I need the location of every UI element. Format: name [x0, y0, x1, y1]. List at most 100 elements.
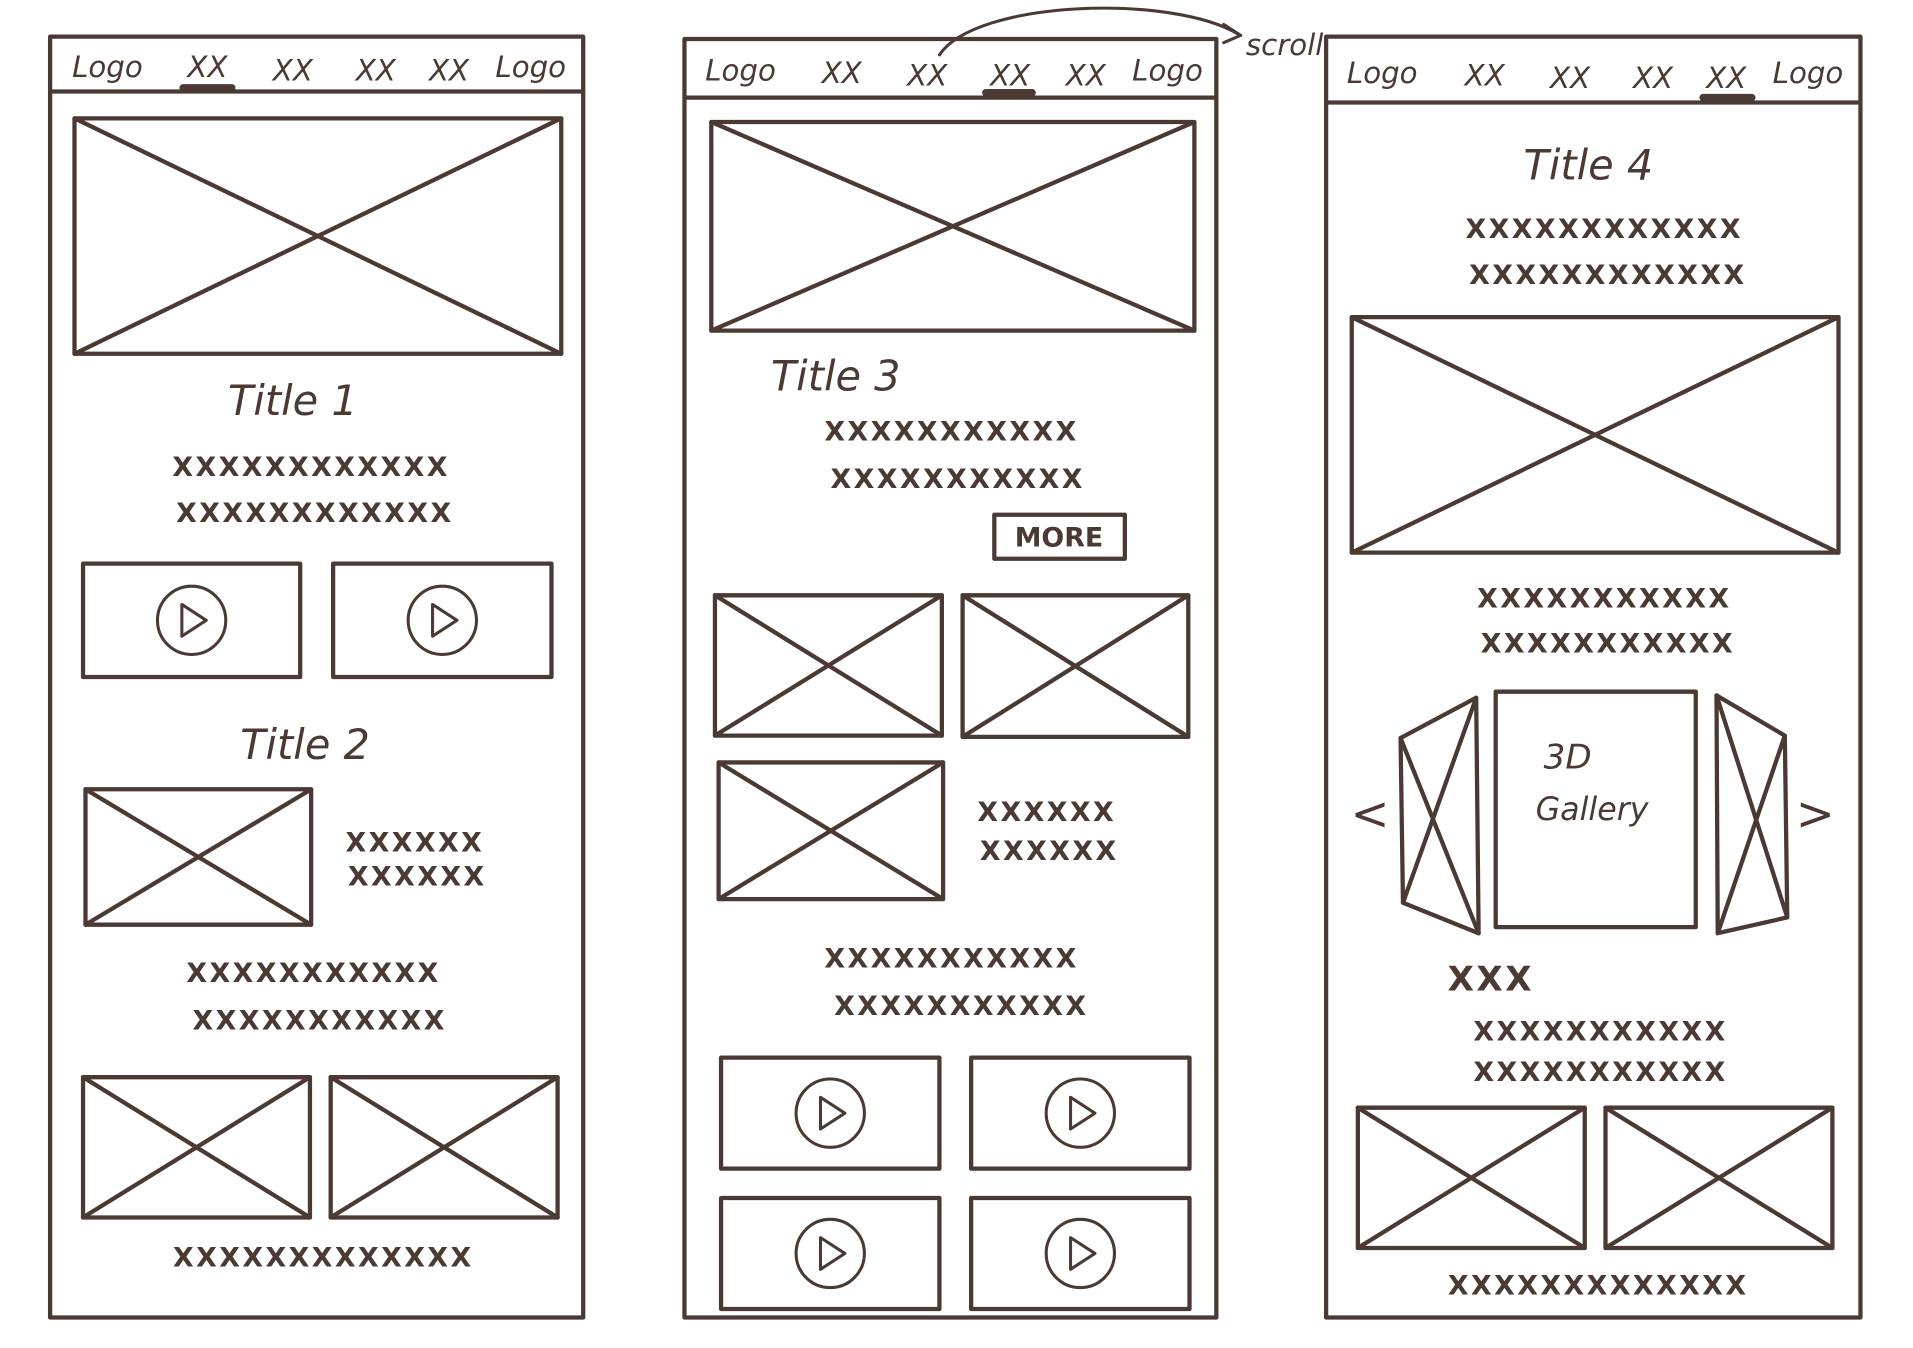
nav-item-3[interactable]: XX — [988, 58, 1031, 92]
text-line: XXXXXXXXXXXX — [1469, 260, 1746, 291]
image-placeholder-cross-icon — [960, 593, 1191, 739]
nav-item-2[interactable]: XX — [271, 54, 314, 88]
image-placeholder-cross-icon — [1349, 315, 1841, 555]
nav-item-4[interactable]: XX — [427, 54, 470, 88]
image-placeholder — [709, 119, 1197, 333]
more-button[interactable]: MORE — [992, 512, 1127, 561]
text-line: XXXXXXXXXXXX — [176, 498, 454, 529]
phone-frame-1 — [47, 34, 586, 1320]
side-text-line: XXXXXX — [348, 862, 487, 893]
title-2: Title 2 — [240, 721, 370, 769]
title-1: Title 1 — [228, 377, 358, 425]
play-icon[interactable] — [180, 602, 208, 638]
gallery-right-cross-icon — [1714, 693, 1790, 936]
side-text-line: XXXXXX — [977, 797, 1116, 828]
image-placeholder-cross-icon — [80, 1075, 313, 1220]
text-line: XXXXXXXXXXX — [824, 943, 1078, 974]
play-circle-icon[interactable] — [1044, 1217, 1117, 1290]
text-line: XXXXXXXXXXX — [1473, 1057, 1727, 1088]
text-line: XXXXXXXXXXX — [193, 1006, 447, 1037]
text-line: XXXXXXXXXXX — [186, 958, 440, 989]
footer-text: XXXXXXXXXXXXX — [173, 1242, 474, 1273]
text-line: XXXXXXXXXXX — [1477, 584, 1731, 615]
more-button-label: MORE — [1015, 523, 1104, 554]
side-text-line: XXXXXX — [345, 827, 484, 858]
gallery-center-slide[interactable] — [1493, 689, 1698, 930]
gallery-left-slide[interactable] — [1398, 695, 1481, 936]
play-circle-icon[interactable] — [406, 584, 478, 657]
nav-logo-right[interactable]: Logo — [1773, 56, 1844, 90]
video-placeholder[interactable] — [330, 561, 554, 680]
nav-item-2[interactable]: XX — [1548, 61, 1591, 95]
scroll-annotation: scroll — [1246, 28, 1324, 62]
text-line: XXXXXXXXXXXX — [172, 452, 450, 483]
scroll-arrow — [937, 6, 1243, 57]
text-line: XXXXXXXXXXX — [1481, 629, 1735, 660]
play-circle-icon[interactable] — [794, 1217, 866, 1290]
nav-item-1[interactable]: XX — [185, 50, 228, 84]
video-placeholder[interactable] — [718, 1195, 942, 1312]
nav-logo-right[interactable]: Logo — [1132, 54, 1203, 88]
side-text-line: XXXXXX — [980, 836, 1119, 867]
phone-frame-2 — [682, 36, 1219, 1320]
image-placeholder — [712, 593, 944, 738]
video-placeholder[interactable] — [718, 1055, 942, 1171]
text-line: XXXXXXXXXXX — [831, 464, 1085, 495]
phone-frame-3 — [1323, 34, 1863, 1320]
video-placeholder[interactable] — [969, 1055, 1192, 1171]
image-placeholder-cross-icon — [1355, 1105, 1587, 1251]
text-line: XXXXXXXXXXX — [824, 416, 1078, 447]
nav-logo-right[interactable]: Logo — [495, 50, 566, 84]
nav-item-2[interactable]: XX — [905, 58, 948, 92]
play-icon[interactable] — [1069, 1095, 1097, 1131]
image-placeholder — [716, 760, 946, 902]
text-line: XXXXXXXXXXX — [834, 991, 1088, 1022]
nav-item-3[interactable]: XX — [1631, 61, 1674, 95]
image-placeholder-cross-icon — [709, 119, 1197, 333]
footer-text: XXXXXXXXXXXXX — [1448, 1270, 1749, 1301]
image-placeholder — [328, 1075, 560, 1220]
gallery-next-chevron-icon[interactable]: > — [1796, 787, 1835, 841]
nav-logo-left[interactable]: Logo — [1347, 56, 1418, 90]
play-circle-icon[interactable] — [1044, 1077, 1117, 1149]
play-icon[interactable] — [818, 1236, 847, 1271]
text-line: XXXXXXXXXXX — [1473, 1017, 1727, 1048]
play-circle-icon[interactable] — [155, 584, 228, 657]
image-placeholder-cross-icon — [716, 760, 946, 902]
image-placeholder-cross-icon — [83, 787, 314, 927]
image-placeholder-cross-icon — [72, 116, 564, 356]
play-icon[interactable] — [818, 1095, 847, 1131]
play-icon[interactable] — [1069, 1236, 1097, 1271]
image-placeholder — [960, 593, 1191, 739]
gallery-left-cross-icon — [1398, 695, 1481, 936]
nav-item-1[interactable]: XX — [820, 56, 863, 90]
nav-item-4[interactable]: XX — [1064, 58, 1107, 92]
play-circle-icon[interactable] — [794, 1077, 866, 1149]
gallery-prev-chevron-icon[interactable]: < — [1351, 787, 1390, 841]
title-3: Title 3 — [771, 352, 901, 400]
video-placeholder[interactable] — [969, 1195, 1192, 1312]
image-placeholder — [72, 116, 564, 356]
nav-logo-left[interactable]: Logo — [72, 50, 143, 84]
image-placeholder-cross-icon — [1603, 1105, 1835, 1251]
video-placeholder[interactable] — [80, 561, 303, 680]
image-placeholder — [83, 787, 314, 927]
image-placeholder-cross-icon — [712, 593, 944, 738]
title-4: Title 4 — [1524, 141, 1654, 189]
image-placeholder — [1349, 315, 1841, 555]
gallery-label: Gallery — [1536, 792, 1650, 828]
panel-1: Logo XX XX XX XX Logo Title 1 XXXXXXXXXX… — [72, 50, 566, 1273]
nav-item-1[interactable]: XX — [1463, 58, 1506, 92]
play-icon[interactable] — [431, 602, 459, 638]
nav-item-3[interactable]: XX — [354, 54, 397, 88]
nav-item-4[interactable]: XX — [1704, 61, 1747, 95]
text-line: XXXXXXXXXXXX — [1466, 214, 1743, 245]
gallery-label-3d: 3D — [1544, 738, 1592, 778]
panel-3: Logo XX XX XX XX Logo Title 4 XXXXXXXXXX… — [1347, 56, 1843, 1301]
image-placeholder — [1603, 1105, 1835, 1251]
nav-logo-left[interactable]: Logo — [705, 54, 776, 88]
image-placeholder-cross-icon — [328, 1075, 560, 1220]
panel-2: Logo XX XX XX XX Logo Title 3 XXXXXXXXXX… — [705, 6, 1324, 1022]
subheading: XXX — [1448, 960, 1534, 1000]
